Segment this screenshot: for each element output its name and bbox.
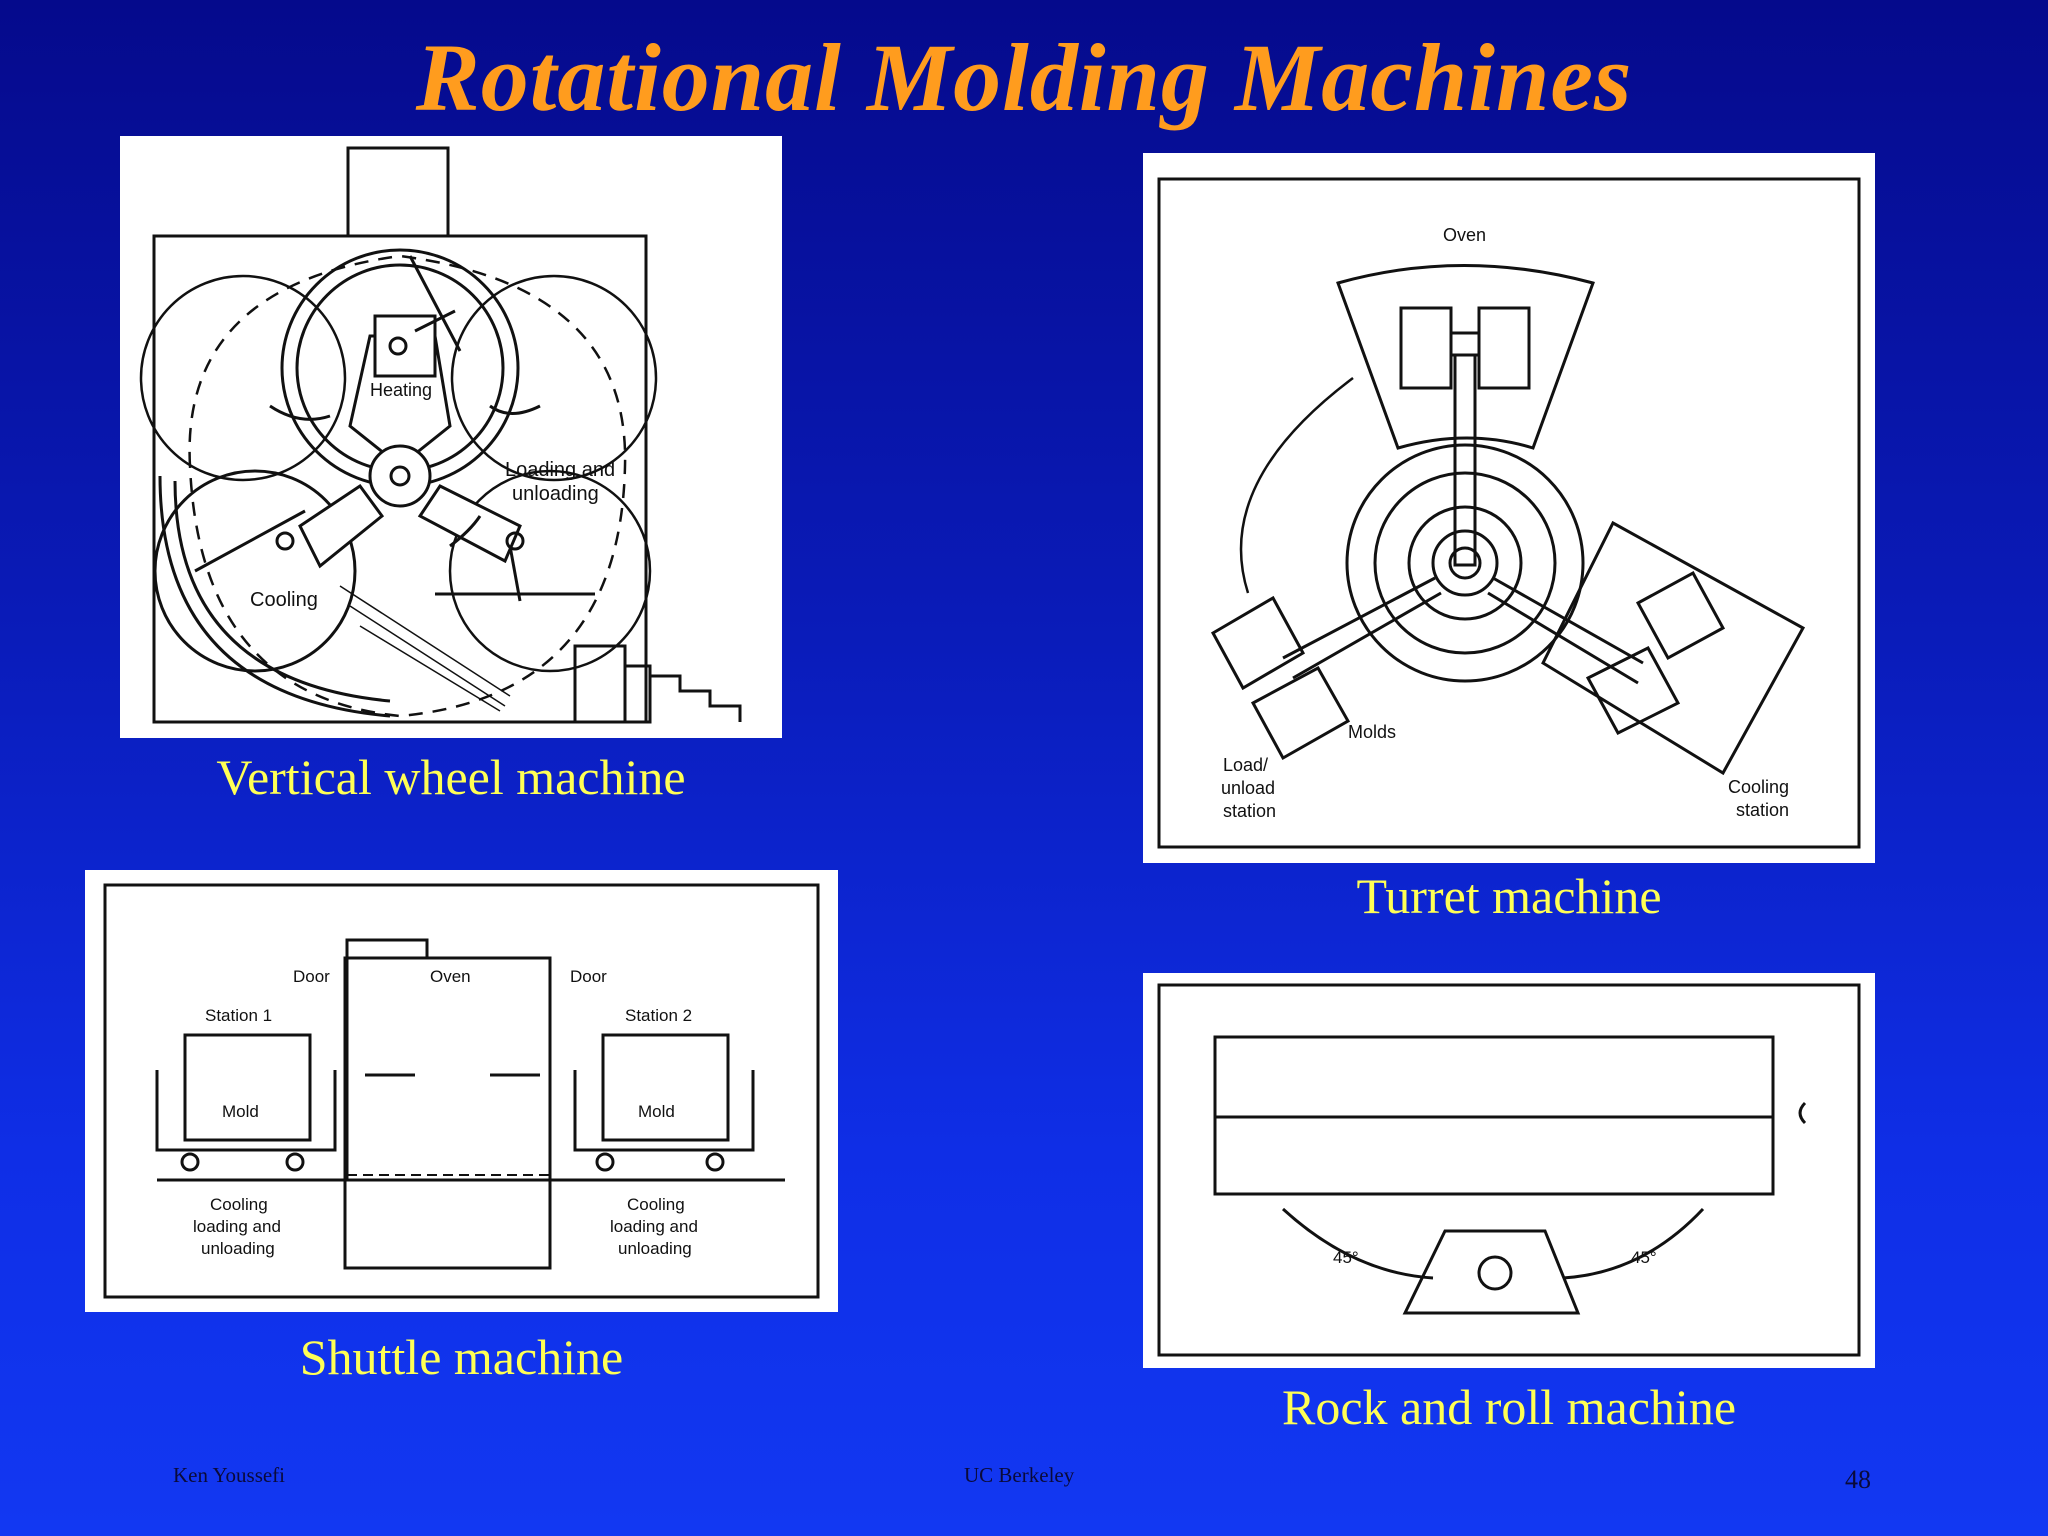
- svg-text:Door: Door: [570, 967, 607, 986]
- svg-text:Load/: Load/: [1223, 755, 1268, 775]
- svg-text:45°: 45°: [1631, 1248, 1657, 1267]
- svg-text:Oven: Oven: [1443, 225, 1486, 245]
- turret-caption: Turret machine: [1356, 868, 1662, 924]
- rock-roll-diagram: 45° 45°: [1143, 973, 1875, 1368]
- footer-institution: UC Berkeley: [964, 1463, 1075, 1487]
- svg-text:Cooling: Cooling: [627, 1195, 685, 1214]
- svg-text:Cooling: Cooling: [210, 1195, 268, 1214]
- shuttle-diagram: Door Oven Door Station 1 Station 2 Mold …: [85, 870, 838, 1312]
- svg-text:45°: 45°: [1333, 1248, 1359, 1267]
- svg-text:station: station: [1223, 801, 1276, 821]
- vertical-wheel-caption: Vertical wheel machine: [216, 749, 686, 805]
- svg-text:Station 1: Station 1: [205, 1006, 272, 1025]
- slide-title: Rotational Molding Machines: [415, 24, 1633, 131]
- footer-author: Ken Youssefi: [173, 1463, 286, 1487]
- svg-text:Mold: Mold: [638, 1102, 675, 1121]
- turret-diagram: Oven Molds Load/ unload station Cooling …: [1143, 153, 1875, 863]
- svg-text:loading and: loading and: [193, 1217, 281, 1236]
- svg-text:unload: unload: [1221, 778, 1275, 798]
- svg-text:Mold: Mold: [222, 1102, 259, 1121]
- svg-text:Station 2: Station 2: [625, 1006, 692, 1025]
- svg-text:unloading: unloading: [618, 1239, 692, 1258]
- page-number: 48: [1845, 1465, 1871, 1494]
- vertical-wheel-diagram: Heating Loading and unloading Cooling: [120, 136, 782, 738]
- svg-text:Heating: Heating: [370, 380, 432, 400]
- svg-text:Cooling: Cooling: [1728, 777, 1789, 797]
- rock-roll-caption: Rock and roll machine: [1281, 1379, 1737, 1435]
- svg-text:Oven: Oven: [430, 967, 471, 986]
- svg-text:unloading: unloading: [201, 1239, 275, 1258]
- svg-text:station: station: [1736, 800, 1789, 820]
- shuttle-caption: Shuttle machine: [299, 1329, 624, 1385]
- svg-text:Molds: Molds: [1348, 722, 1396, 742]
- svg-text:Door: Door: [293, 967, 330, 986]
- svg-text:unloading: unloading: [512, 483, 599, 505]
- svg-text:loading and: loading and: [610, 1217, 698, 1236]
- svg-text:Loading and: Loading and: [505, 459, 615, 481]
- svg-text:Cooling: Cooling: [250, 589, 318, 611]
